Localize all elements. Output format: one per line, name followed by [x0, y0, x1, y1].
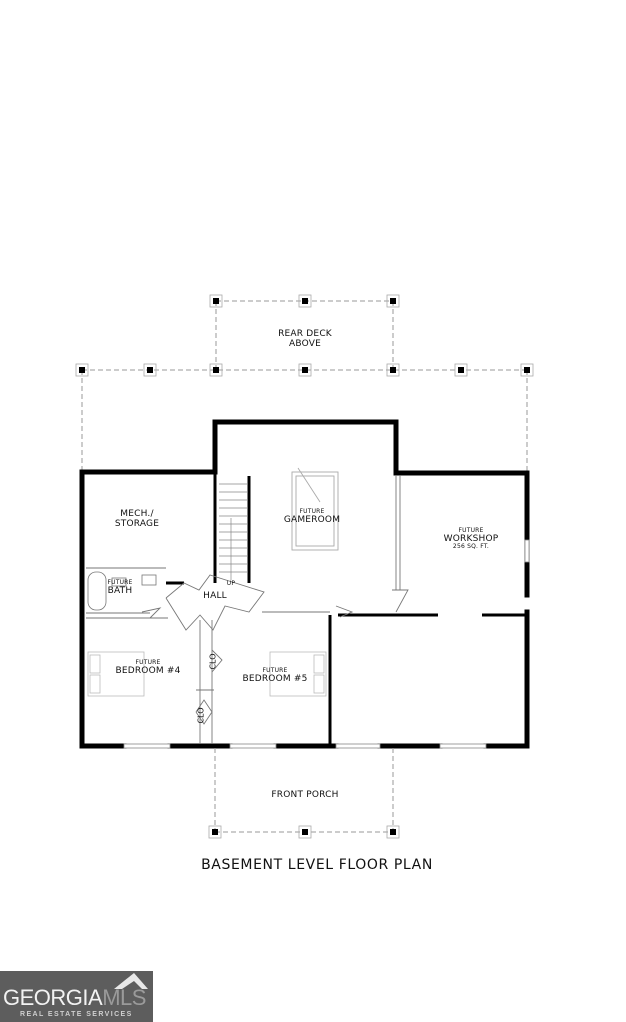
logo-brand-accent: MLS: [102, 985, 146, 1010]
label-closet-b: CLO: [196, 707, 206, 724]
label-gameroom: FUTURE GAMEROOM: [283, 508, 341, 525]
beds: [87, 651, 327, 697]
bedroom4-prefix: FUTURE: [135, 659, 161, 666]
bedroom5-prefix: FUTURE: [262, 667, 288, 674]
label-hall: HALL: [203, 591, 227, 602]
stair-up-note: UP: [226, 580, 236, 587]
label-bedroom5: FUTURE BEDROOM #5: [242, 667, 308, 684]
rear-deck-outline: [81, 300, 528, 472]
workshop-prefix: FUTURE: [458, 527, 484, 534]
logo-wordmark: GEORGIAMLS: [3, 985, 146, 1011]
georgia-mls-logo: GEORGIAMLS REAL ESTATE SERVICES: [0, 971, 153, 1022]
light-walls: [86, 475, 401, 744]
pool-table: [291, 467, 339, 551]
stairs: [219, 483, 247, 580]
workshop-name: WORKSHOP: [443, 533, 499, 544]
label-front-porch: FRONT PORCH: [271, 790, 339, 801]
mech-line1: MECH./: [120, 509, 154, 519]
interior-walls: [166, 472, 527, 746]
label-bath: FUTURE BATH: [107, 579, 133, 596]
label-stair-up: UP: [226, 580, 236, 588]
bath-prefix: FUTURE: [107, 579, 133, 586]
label-closet-a: CLO: [208, 653, 218, 670]
label-bedroom4: FUTURE BEDROOM #4: [115, 659, 181, 676]
workshop-area: 256 SQ. FT.: [452, 543, 490, 551]
gameroom-name: GAMEROOM: [283, 514, 341, 525]
bedroom4-name: BEDROOM #4: [115, 665, 181, 676]
porch-posts: [208, 825, 400, 839]
label-mech-storage: MECH./ STORAGE: [114, 509, 160, 530]
exterior-walls: [79, 419, 530, 749]
front-porch-name: FRONT PORCH: [271, 790, 339, 800]
deck-posts: [75, 294, 534, 377]
label-workshop: FUTURE WORKSHOP 256 SQ. FT.: [443, 527, 499, 551]
hall-name: HALL: [203, 591, 227, 601]
bath-name: BATH: [107, 585, 133, 596]
bath-fixtures: [87, 571, 157, 611]
label-rear-deck: REAR DECK ABOVE: [278, 329, 332, 350]
rear-deck-line2: ABOVE: [289, 338, 321, 349]
front-windows: [123, 539, 530, 749]
mech-line2: STORAGE: [114, 518, 160, 529]
plan-title: BASEMENT LEVEL FLOOR PLAN: [201, 857, 433, 873]
door-swings: [141, 574, 409, 725]
roof-icon: [114, 973, 148, 989]
rear-deck-line1: REAR DECK: [278, 329, 332, 339]
gameroom-prefix: FUTURE: [299, 508, 325, 515]
bedroom5-name: BEDROOM #5: [242, 673, 308, 684]
logo-brand-main: GEORGIA: [3, 985, 103, 1010]
logo-tagline: REAL ESTATE SERVICES: [20, 1011, 133, 1018]
